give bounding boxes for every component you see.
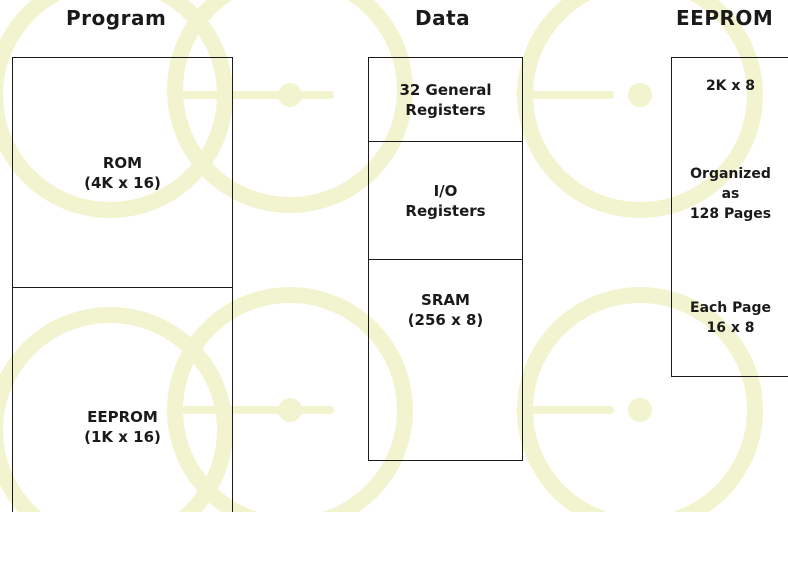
eeprom-heading-text: EEPROM [676,6,774,30]
eeprom-organized-2: as [721,186,740,202]
eeprom-organized-1: Organized [690,166,771,182]
eeprom-page-2: 16 x 8 [706,320,755,336]
data-divider-2 [369,259,522,260]
data-heading: Data [415,6,470,30]
eeprom-organization: Organized as 128 Pages [672,164,788,224]
program-memory-block: ROM (4K x 16) EEPROM (1K x 16) [12,57,233,512]
eeprom-page-1: Each Page [690,300,771,316]
data-divider-1 [369,141,522,142]
program-heading: Program [66,6,166,30]
clock-watermark-background [0,0,763,512]
eeprom-organized-3: 128 Pages [689,206,772,222]
sram-label: SRAM [421,291,470,309]
eeprom-page-size: Each Page 16 x 8 [672,298,788,338]
sram-size: (256 x 8) [407,311,484,329]
general-registers-section: 32 General Registers [369,58,522,142]
eeprom-heading: EEPROM [676,6,773,30]
rom-section: ROM (4K x 16) [13,58,232,288]
rom-label: ROM [102,154,143,172]
program-eeprom-section: EEPROM (1K x 16) [13,288,232,565]
program-eeprom-label: EEPROM [87,407,158,426]
program-eeprom-size: (1K x 16) [84,427,161,446]
rom-size: (4K x 16) [84,174,161,192]
program-divider [13,287,232,288]
eeprom-size: 2K x 8 [672,76,788,96]
sram-section: SRAM (256 x 8) [369,260,522,460]
io-registers-section: I/O Registers [369,142,522,260]
data-heading-text: Data [415,6,471,30]
data-memory-block: 32 General Registers I/O Registers SRAM … [368,57,523,461]
io-registers-label-2: Registers [405,202,486,220]
io-registers-label-1: I/O [433,182,458,200]
general-registers-label-2: Registers [405,101,486,119]
general-registers-label-1: 32 General [399,81,492,99]
eeprom-size-text: 2K x 8 [705,78,756,94]
program-heading-text: Program [66,6,167,30]
eeprom-memory-block: 2K x 8 Organized as 128 Pages Each Page … [671,57,788,377]
